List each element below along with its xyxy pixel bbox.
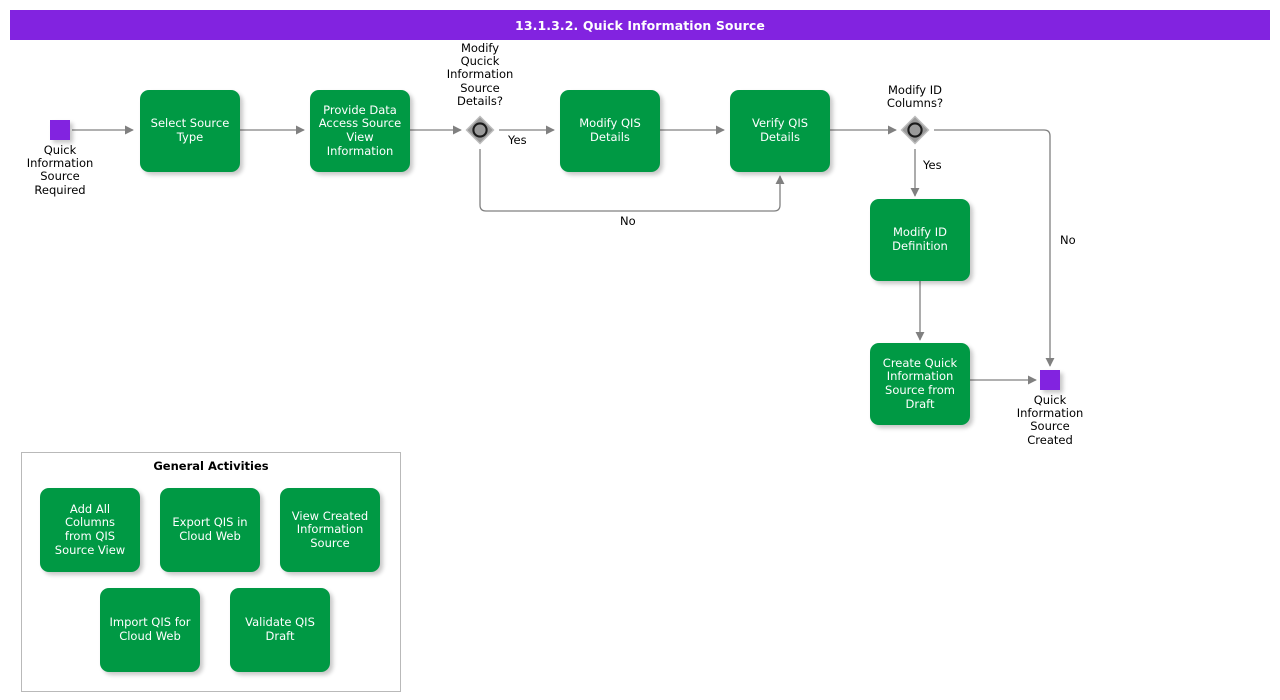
gateway-modify-quick-information-source-details-label: Modify Qucick Information Source Details… <box>446 41 514 108</box>
activity-add-all-columns-from-qis-source-view[interactable]: Add All Columns from QIS Source View <box>40 488 140 572</box>
task-label: View Created Information Source <box>291 508 369 550</box>
task-label: Create Quick Information Source from Dra… <box>882 355 958 411</box>
task-label: Modify QIS Details <box>579 116 641 144</box>
end-event-label: Quick Information Source Created <box>1016 393 1084 447</box>
task-verify-qis-details[interactable]: Verify QIS Details <box>730 90 830 172</box>
flow-label-gateway-1-yes: Yes <box>508 133 527 147</box>
gateway-modify-id-columns[interactable] <box>898 113 932 147</box>
task-modify-id-definition[interactable]: Modify ID Definition <box>870 199 970 281</box>
task-select-source-type[interactable]: Select Source Type <box>140 90 240 172</box>
activity-export-qis-in-cloud-web[interactable]: Export QIS in Cloud Web <box>160 488 260 572</box>
task-modify-qis-details[interactable]: Modify QIS Details <box>560 90 660 172</box>
page-title-bar: 13.1.3.2. Quick Information Source <box>10 10 1270 40</box>
task-label: Export QIS in Cloud Web <box>172 515 248 543</box>
gateway-modify-id-columns-label: Modify ID Columns? <box>886 83 944 111</box>
flow-label-gateway-1-no: No <box>620 214 636 228</box>
task-label: Verify QIS Details <box>751 116 809 144</box>
activity-import-qis-for-cloud-web[interactable]: Import QIS for Cloud Web <box>100 588 200 672</box>
general-activities-title: General Activities <box>153 459 269 473</box>
start-event-label: Quick Information Source Required <box>26 143 94 197</box>
activity-view-created-information-source[interactable]: View Created Information Source <box>280 488 380 572</box>
task-provide-data-access-source-view-information[interactable]: Provide Data Access Source View Informat… <box>310 90 410 172</box>
page-title: 13.1.3.2. Quick Information Source <box>515 17 765 33</box>
flow-label-gateway-2-yes: Yes <box>923 158 942 172</box>
task-label: Validate QIS Draft <box>245 615 315 643</box>
start-event-quick-information-source-required[interactable] <box>50 120 70 140</box>
task-label: Modify ID Definition <box>892 225 948 253</box>
task-create-quick-information-source-from-draft[interactable]: Create Quick Information Source from Dra… <box>870 343 970 425</box>
task-label: Provide Data Access Source View Informat… <box>318 102 402 158</box>
activity-validate-qis-draft[interactable]: Validate QIS Draft <box>230 588 330 672</box>
gateway-modify-quick-information-source-details[interactable] <box>463 113 497 147</box>
task-label: Add All Columns from QIS Source View <box>54 501 126 557</box>
flow-label-gateway-2-no: No <box>1060 233 1076 247</box>
task-label: Select Source Type <box>150 116 230 144</box>
task-label: Import QIS for Cloud Web <box>109 615 191 643</box>
end-event-quick-information-source-created[interactable] <box>1040 370 1060 390</box>
